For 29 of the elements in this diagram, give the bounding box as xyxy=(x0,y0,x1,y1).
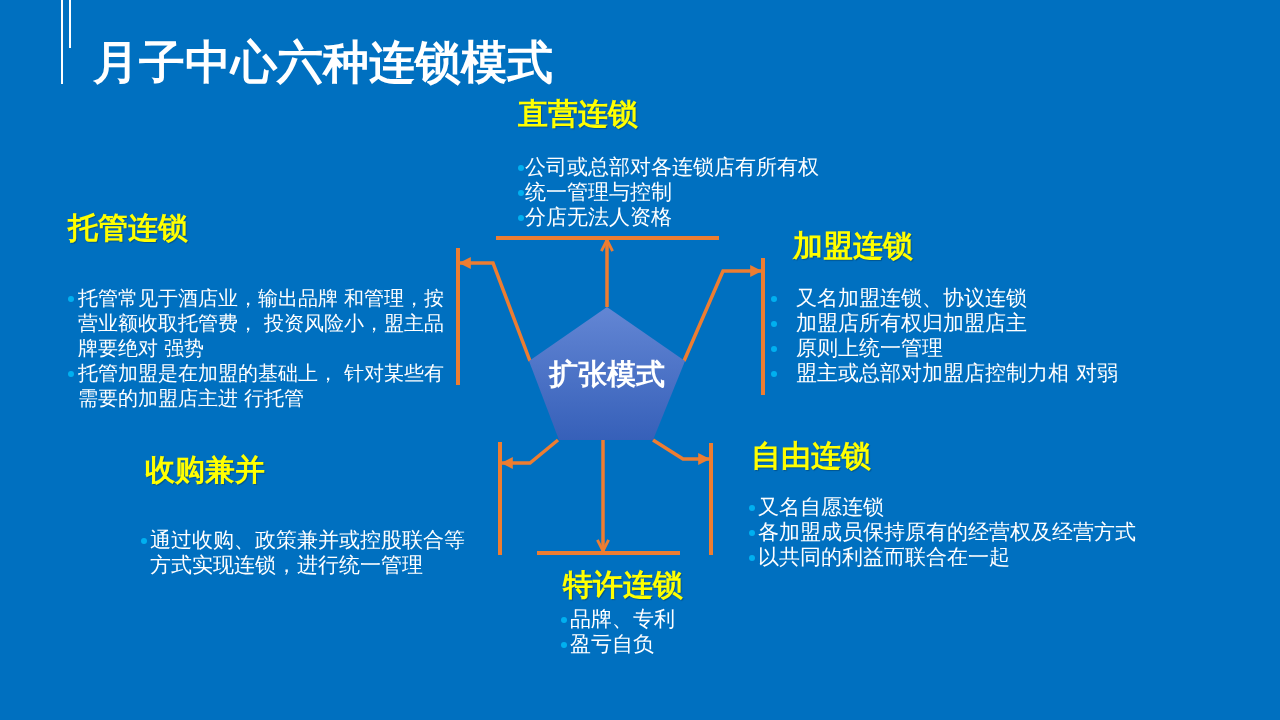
page-title: 月子中心六种连锁模式 xyxy=(93,34,553,90)
section-heading: 托管连锁 xyxy=(68,210,188,246)
bullet-text: 原则上统一管理 xyxy=(796,336,943,361)
arrow xyxy=(596,440,610,553)
bullet-text: 公司或总部对各连锁店有所有权 xyxy=(525,155,819,180)
bullet-text: 托管常见于酒店业，输出品牌 和管理，按营业额收取托管费， 投资风险小，盟主品牌要绝对 强势 xyxy=(78,286,446,361)
bullet-text: 品牌、专利 xyxy=(570,607,675,632)
arrow xyxy=(600,238,614,307)
arrow xyxy=(458,257,532,362)
bullet-text: 加盟店所有权归加盟店主 xyxy=(796,311,1027,336)
bullet-text: 各加盟成员保持原有的经营权及经营方式 xyxy=(758,520,1136,545)
center-label: 扩张模式 xyxy=(549,356,665,392)
section-heading: 特许连锁 xyxy=(563,567,683,603)
section-heading: 加盟连锁 xyxy=(793,228,913,264)
bullet-text: 通过收购、政策兼并或控股联合等方式实现连锁，进行统一管理 xyxy=(150,528,466,578)
section-heading: 直营连锁 xyxy=(518,96,638,132)
bullet-text: 统一管理与控制 xyxy=(525,180,672,205)
bullet-text: 以共同的利益而联合在一起 xyxy=(758,545,1010,570)
arrow xyxy=(500,438,560,469)
bullet-text: 托管加盟是在加盟的基础上， 针对某些有需要的加盟店主进 行托管 xyxy=(78,361,446,411)
bullet-text: 分店无法人资格 xyxy=(525,205,672,230)
bullet-text: 又名加盟连锁、协议连锁 xyxy=(796,286,1027,311)
section-heading: 自由连锁 xyxy=(751,438,871,474)
arrow xyxy=(682,265,763,362)
bullet-text: 又名自愿连锁 xyxy=(758,495,884,520)
bullet-text: 盟主或总部对加盟店控制力相 对弱 xyxy=(796,361,1118,386)
bullet-text: 盈亏自负 xyxy=(570,632,654,657)
arrow xyxy=(652,438,711,465)
section-heading: 收购兼并 xyxy=(145,452,265,488)
